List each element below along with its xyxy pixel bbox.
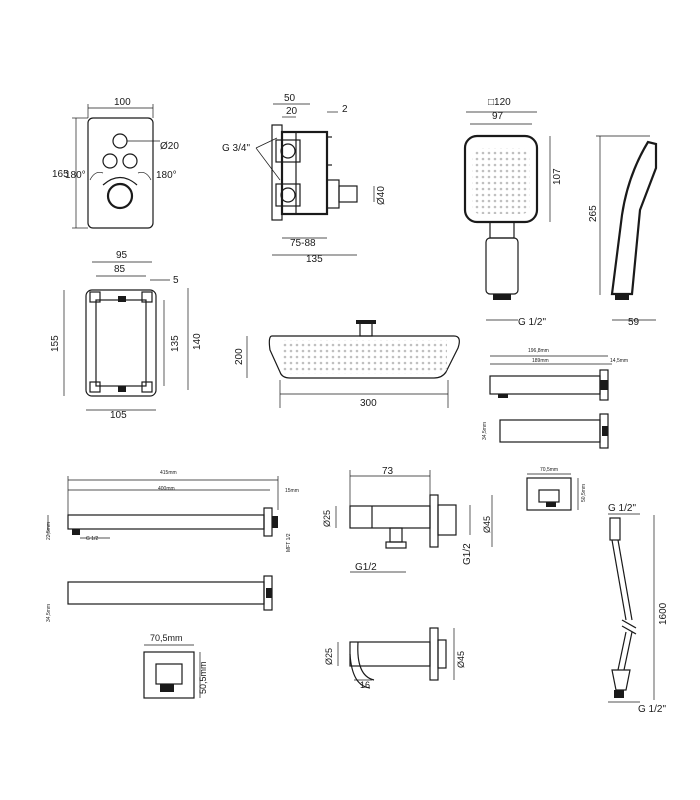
outlet-length-label: 73 [382, 466, 394, 477]
outlet-diameter-label: Ø40 [376, 186, 387, 205]
hose-length-label: 1600 [658, 602, 669, 625]
rotation-left-label: 180° [65, 170, 86, 181]
wall-spout-drawing [67, 575, 273, 611]
arm-mft-label: MFT 1/2 [286, 533, 292, 552]
hose-top-thread-label: G 1/2" [608, 503, 636, 514]
holder-width-label: 16 [360, 680, 370, 690]
outlet-flange-diameter-label: Ø45 [482, 516, 492, 533]
wall-spout-height-label: 34,5mm [46, 604, 52, 622]
large-flange-width-label: 70,5mm [150, 633, 183, 643]
panel-height-label: 165 [52, 169, 69, 180]
arm-height-label: 22,5mm [46, 522, 52, 540]
overhead-shower-drawing [246, 320, 460, 408]
small-flange-drawing [526, 473, 579, 511]
holder-diameter-label: Ø25 [324, 648, 334, 665]
spout-height-label: 34,5mm [482, 422, 488, 440]
hand-shower-side-drawing [596, 135, 658, 321]
hose-bottom-thread-label: G 1/2" [638, 704, 666, 715]
shower-hose-drawing [608, 513, 655, 703]
shower-head-size-label: □120 [488, 97, 511, 108]
small-flange-height-label: 50,5mm [581, 484, 587, 502]
outlet-side-thread-label: G1/2 [462, 543, 473, 565]
box-offset-label: 5 [173, 275, 179, 286]
arm-flange-label: 15mm [285, 488, 299, 494]
spout-length-label: 196,8mm [528, 348, 549, 354]
wall-outlet-holder-drawing [335, 470, 493, 573]
large-flange-height-label: 50,5mm [198, 661, 208, 694]
box-height-135-label: 135 [170, 335, 181, 352]
holder-flange-label: Ø45 [456, 651, 466, 668]
shower-arm-drawing [47, 476, 279, 539]
outlet-bottom-thread-label: G1/2 [355, 562, 377, 573]
body-depth-label: 50 [284, 93, 296, 104]
control-panel-drawing [72, 104, 160, 229]
hand-shower-length-label: 265 [588, 205, 599, 222]
outlet-inner-diameter-label: Ø25 [322, 510, 332, 527]
shower-face-width-label: 97 [492, 111, 504, 122]
body-flange-label: 20 [286, 106, 298, 117]
overhead-width-label: 300 [360, 398, 377, 409]
spout-flange-label: 14,5mm [610, 358, 628, 364]
body-length-label: 135 [306, 254, 323, 265]
shower-holder-drawing [337, 627, 455, 689]
box-height-155-label: 155 [50, 335, 61, 352]
body-gap-label: 2 [342, 104, 348, 115]
concealed-box-front-drawing [63, 261, 189, 411]
hand-shower-front-drawing [463, 111, 551, 321]
rotation-right-label: 180° [156, 170, 177, 181]
small-flange-width-label: 70,5mm [540, 467, 558, 473]
box-width-95-label: 95 [116, 250, 128, 261]
box-width-85-label: 85 [114, 264, 126, 275]
shower-face-height-label: 107 [552, 168, 563, 185]
hand-shower-thread-label: G 1/2" [518, 317, 546, 328]
bath-spout-drawing [489, 355, 612, 449]
panel-width-label: 100 [114, 97, 131, 108]
box-width-105-label: 105 [110, 410, 127, 421]
overhead-height-label: 200 [234, 348, 245, 365]
arm-length-label: 400mm [158, 486, 175, 492]
hand-shower-depth-label: 59 [628, 317, 640, 328]
box-height-140-label: 140 [192, 333, 203, 350]
concealed-body-side-drawing [255, 103, 375, 256]
arm-total-length-label: 415mm [160, 470, 177, 476]
button-diameter-label: Ø20 [160, 141, 179, 152]
spout-projection-label: 189mm [532, 358, 549, 364]
install-depth-label: 75-88 [290, 238, 316, 249]
arm-thread-label: G 1/2 [86, 536, 98, 542]
inlet-thread-label: G 3/4" [222, 143, 250, 154]
large-flange-drawing [143, 644, 201, 699]
